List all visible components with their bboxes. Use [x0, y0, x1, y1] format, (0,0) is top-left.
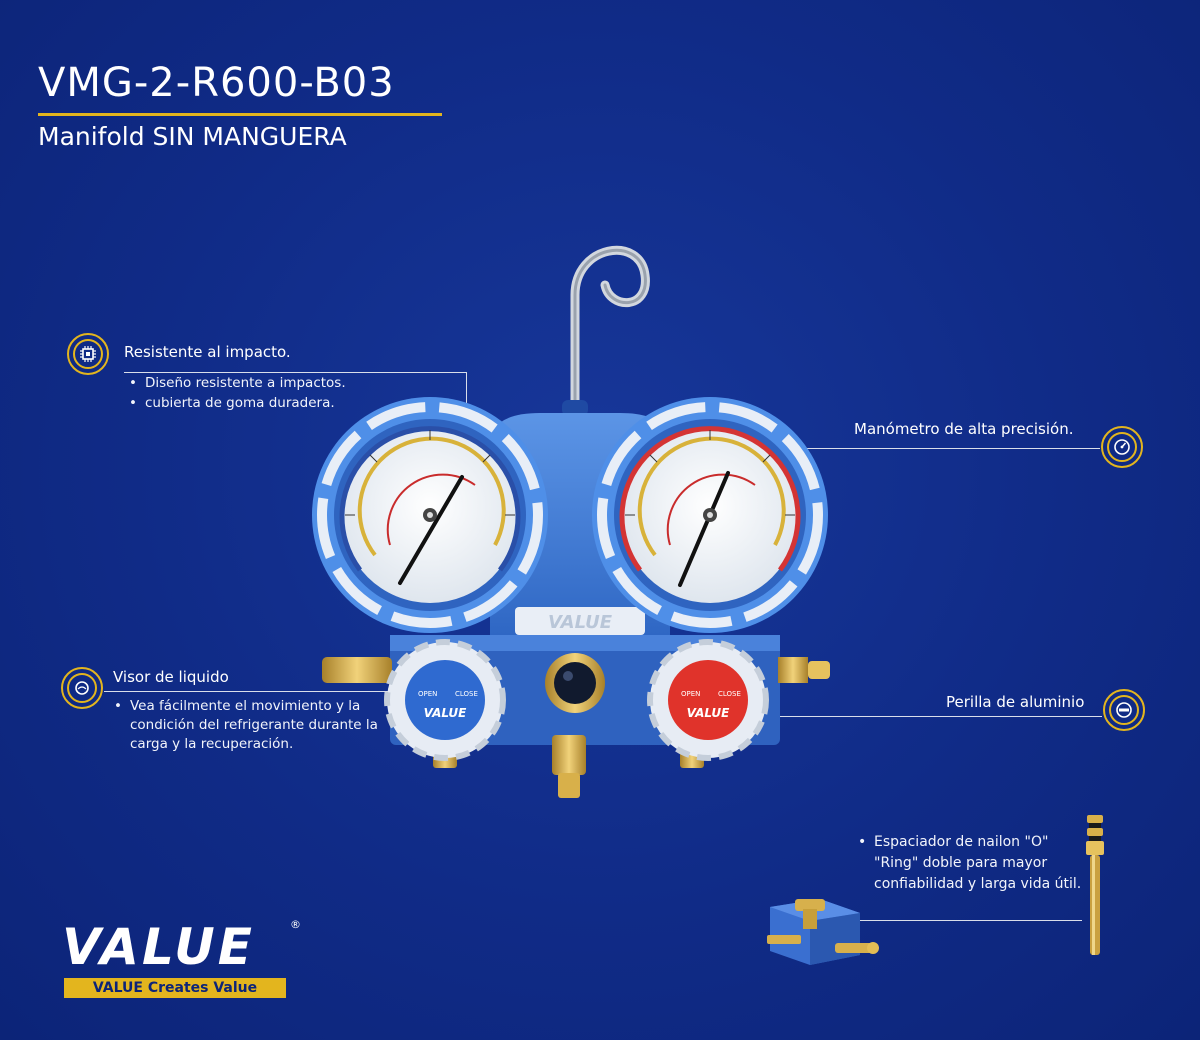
impact-bullet: cubierta de goma duradera. — [125, 394, 346, 414]
manifold-gauge-illustration: VALUE — [312, 245, 830, 798]
brand-logo-wordmark: VALUE — [62, 918, 255, 976]
knob-close-label: CLOSE — [718, 690, 741, 698]
knob-close-label: CLOSE — [455, 690, 478, 698]
page-title: VMG-2-R600-B03 — [38, 60, 395, 106]
sight-callout-line — [104, 691, 574, 692]
knob-icon — [1103, 689, 1145, 731]
impact-callout-line — [466, 372, 467, 410]
knob-open-label: OPEN — [681, 690, 700, 698]
gauge-callout-line — [712, 448, 1100, 449]
high-pressure-gauge — [592, 397, 828, 633]
manifold-block-illustration — [767, 899, 879, 965]
sight-feature-text: Vea fácilmente el movimiento y la condic… — [110, 697, 380, 754]
page-subtitle: Manifold SIN MANGUERA — [38, 122, 347, 151]
impact-feature-title: Resistente al impacto. — [124, 343, 291, 361]
chip-icon — [67, 333, 109, 375]
impact-callout-line — [124, 372, 467, 373]
brand-plate-text: VALUE — [548, 612, 613, 633]
high-side-knob: OPEN CLOSE VALUE — [647, 639, 769, 761]
knob-brand-label: VALUE — [687, 706, 730, 720]
registered-mark: ® — [290, 918, 301, 931]
oring-callout-line — [848, 920, 1082, 921]
impact-bullet: Diseño resistente a impactos. — [125, 374, 346, 394]
gauge-icon — [1101, 426, 1143, 468]
low-pressure-gauge — [312, 397, 548, 633]
valve-core-illustration — [1086, 815, 1104, 955]
knob-feature-title: Perilla de aluminio — [946, 693, 1085, 711]
knob-open-label: OPEN — [418, 690, 437, 698]
brand-tagline: VALUE Creates Value — [64, 978, 286, 998]
sight-feature-title: Visor de liquido — [113, 668, 229, 686]
low-side-knob: OPEN CLOSE VALUE — [384, 639, 506, 761]
oring-feature-text: Espaciador de nailon "O" "Ring" doble pa… — [854, 832, 1089, 895]
impact-feature-list: Diseño resistente a impactos. cubierta d… — [125, 374, 346, 413]
knob-brand-label: VALUE — [424, 706, 467, 720]
title-underline — [38, 113, 442, 116]
knob-callout-line — [712, 716, 1102, 717]
sight-glass-icon — [61, 667, 103, 709]
gauge-feature-title: Manómetro de alta precisión. — [854, 420, 1074, 438]
